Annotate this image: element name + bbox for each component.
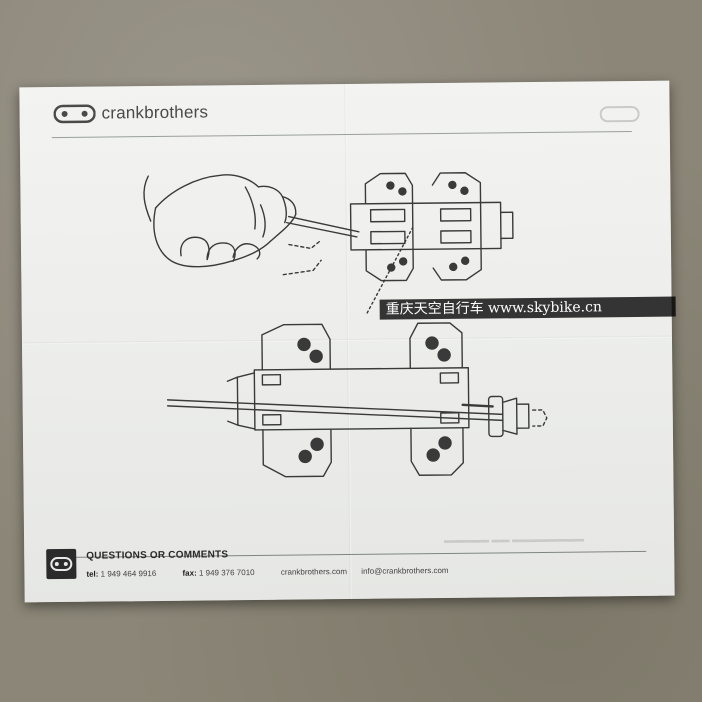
small-hub-drawing (349, 172, 514, 315)
header-logo: crankbrothers (53, 101, 208, 125)
show-through-footer-text: ▬▬▬▬▬ ▬▬ ▬▬▬▬▬▬▬▬ (444, 533, 585, 545)
brand-name: crankbrothers (101, 102, 209, 123)
email-text: info@crankbrothers.com (361, 565, 449, 576)
crankbrothers-logo-icon (53, 104, 96, 124)
hand-drawing (143, 174, 360, 276)
crankbrothers-logo-icon (50, 556, 73, 572)
watermark-overlay: 重庆天空自行车 www.skybike.cn (379, 296, 676, 320)
header-rule (51, 131, 632, 139)
fax-contact: fax: 1 949 376 7010 (182, 567, 255, 578)
footer-contacts: tel: 1 949 464 9916 fax: 1 949 376 7010 … (86, 566, 460, 579)
instruction-sheet: crankbrothers (19, 80, 676, 603)
tel-contact: tel: 1 949 464 9916 (86, 569, 157, 579)
hub-assembly-illustration (143, 172, 548, 478)
large-hub-drawing (166, 322, 548, 478)
footer-logo-block (46, 548, 77, 580)
website-text: crankbrothers.com (280, 567, 348, 577)
footer-title: QUESTIONS OR COMMENTS (86, 549, 229, 562)
show-through-logo-icon (599, 106, 640, 123)
